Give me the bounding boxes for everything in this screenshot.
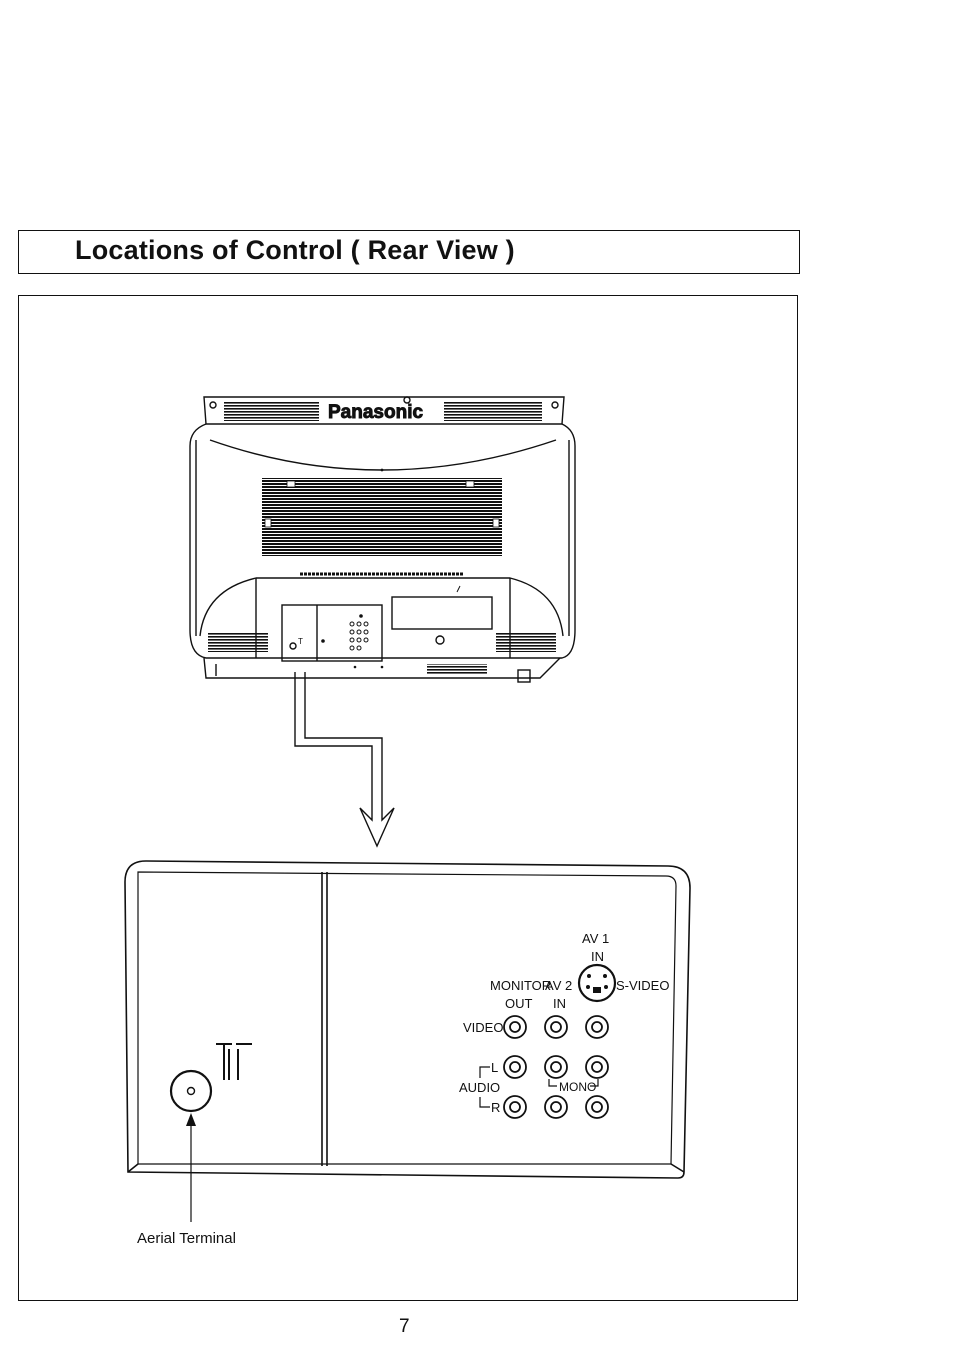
out-label: OUT [505,996,533,1011]
page-number: 7 [399,1316,410,1337]
jack-video-av1-in[interactable] [585,1015,609,1039]
audio-l-label: L [491,1060,498,1075]
svg-text:T: T [298,637,303,646]
video-label: VIDEO [463,1020,503,1035]
jack-audio-l-out[interactable] [503,1055,527,1079]
terminal-panel-enlarged [124,860,691,1222]
aerial-terminal[interactable] [169,1069,213,1113]
in-label: IN [553,996,566,1011]
jack-audio-l-av1-in[interactable] [585,1055,609,1079]
page-title: Locations of Control ( Rear View ) [75,235,515,265]
jack-audio-l-av2-in[interactable] [544,1055,568,1079]
panel-labels: AV 1 IN MONITOR AV 2 S-VIDEO OUT IN VIDE… [459,931,669,1115]
jack-audio-r-av2-in[interactable] [544,1095,568,1119]
jack-video-out[interactable] [503,1015,527,1039]
audio-label: AUDIO [459,1080,500,1095]
monitor-label: MONITOR [490,978,551,993]
rear-grille [262,478,502,556]
tv-cabinet [189,423,576,659]
tv-terminal-panel [281,604,383,662]
top-vent-left [224,401,319,421]
s-video-label: S-VIDEO [616,978,669,993]
av1-in-label: IN [591,949,604,964]
jack-audio-r-av1-in[interactable] [585,1095,609,1119]
aerial-terminal-label: Aerial Terminal [137,1230,236,1247]
jack-video-av2-in[interactable] [544,1015,568,1039]
mono-label: MONO [559,1080,596,1094]
tv-label-plate [391,596,493,630]
av1-label: AV 1 [582,931,609,946]
top-vent-right [444,401,542,421]
antenna-icon [216,1043,252,1080]
tv-rear-view: T [189,396,576,683]
av2-label: AV 2 [545,978,572,993]
audio-r-label: R [491,1100,500,1115]
zoom-arrow [294,672,395,848]
s-video-socket[interactable] [577,963,617,1003]
brand-logo: Panasonic [328,402,423,423]
title-box: Locations of Control ( Rear View ) [18,230,800,274]
callout-arrowhead [186,1113,196,1126]
illustration-frame [18,295,798,1301]
jack-audio-r-out[interactable] [503,1095,527,1119]
